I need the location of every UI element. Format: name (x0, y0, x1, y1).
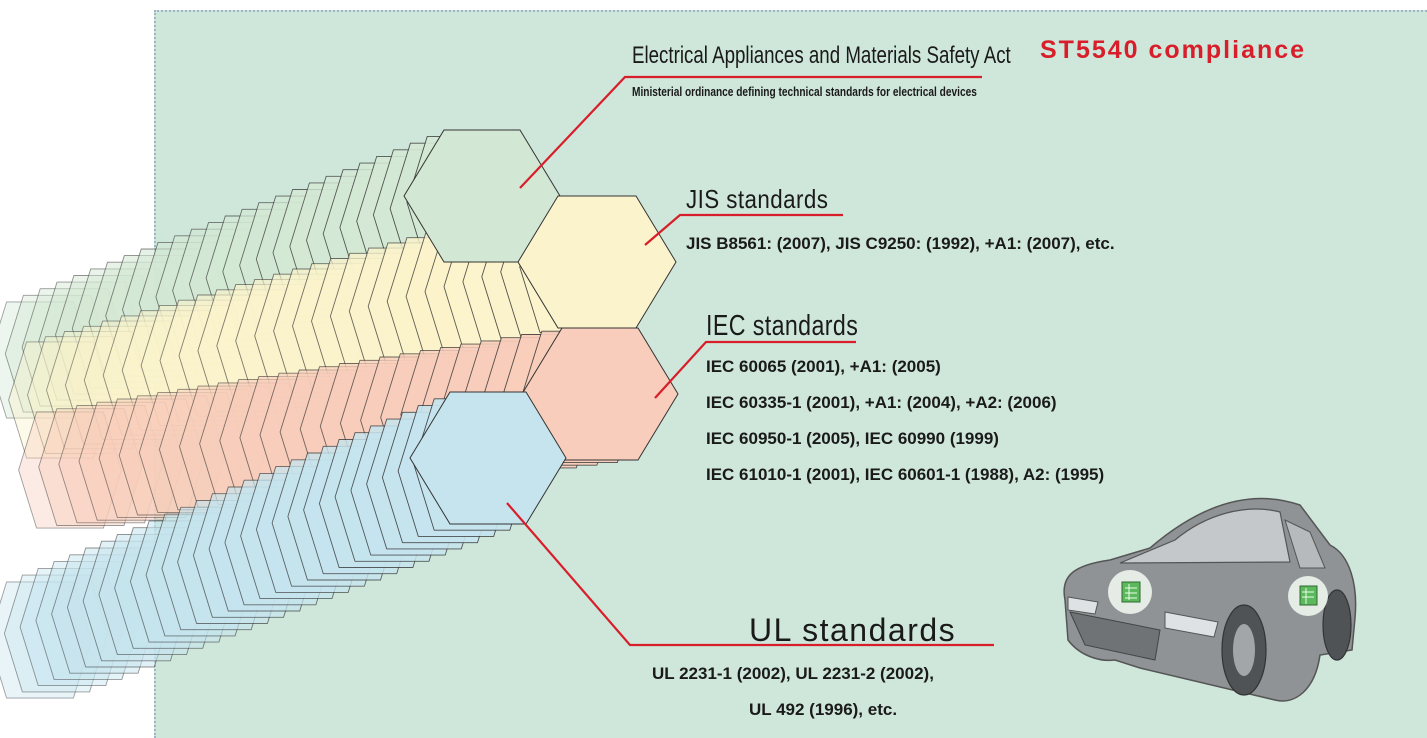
circuit-board-icon (1121, 581, 1141, 603)
yellow-trail-hexagon (8, 341, 112, 459)
green-trail-hexagon (0, 301, 92, 419)
blue-hexagon-trail (0, 398, 531, 699)
iec-standards-line: IEC 60950-1 (2005), IEC 60990 (1999) (706, 429, 999, 448)
pink-trail-hexagon (38, 408, 143, 526)
iec-standards-line: IEC 60335-1 (2001), +A1: (2004), +A2: (2… (706, 393, 1057, 412)
page-title: ST5540 compliance (1040, 36, 1307, 64)
yellow-trail-hexagon (27, 336, 132, 454)
jis-heading: JIS standards (686, 184, 829, 214)
iec-standards-line: IEC 61010-1 (2001), IEC 60601-1 (1988), … (706, 465, 1105, 484)
electrical-act-heading: Electrical Appliances and Materials Safe… (632, 42, 1011, 69)
iec-standards-line: IEC 60065 (2001), +A1: (2005) (706, 357, 941, 376)
jis-leader-line (644, 213, 843, 246)
ul-standards-line: UL 2231-1 (2002), UL 2231-2 (2002), (652, 664, 934, 683)
electrical-leader-line (519, 75, 982, 189)
iec-heading: IEC standards (706, 310, 859, 342)
circuit-board-icon (1299, 585, 1318, 606)
iec-leader-line (654, 340, 856, 399)
car-illustration (1063, 497, 1357, 702)
pink-trail-hexagon (18, 411, 122, 529)
ul-leader-line (506, 502, 994, 647)
ul-standards-line: UL 492 (1996), etc. (749, 700, 898, 719)
ul-heading: UL standards (749, 612, 957, 648)
jis-standards-line: JIS B8561: (2007), JIS C9250: (1992), +A… (686, 234, 1115, 253)
electrical-act-subtitle: Ministerial ordinance defining technical… (632, 84, 977, 99)
